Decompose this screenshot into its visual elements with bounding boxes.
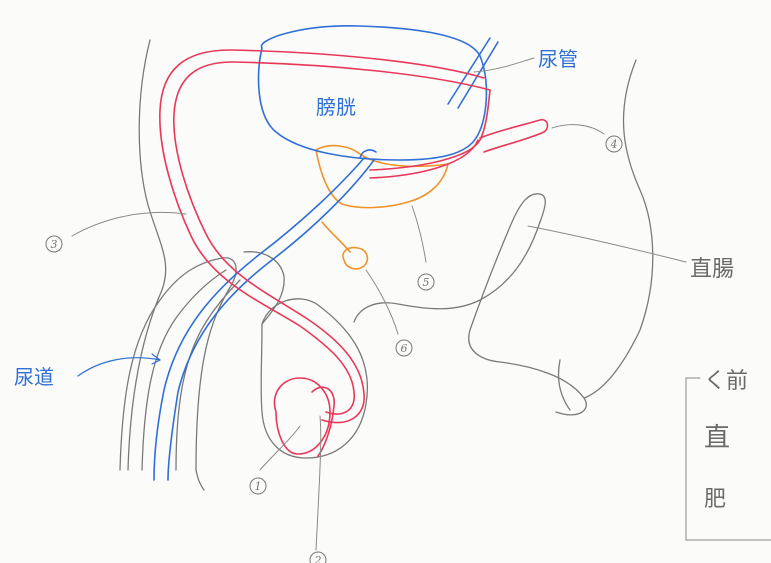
rectum-outline-lower — [468, 221, 587, 416]
text-labels: 膀胱 尿管 尿道 直腸 — [14, 47, 734, 389]
vas-deferens-to-vesicle-2 — [369, 139, 479, 179]
leader-urethra-arrow — [151, 353, 161, 365]
ureter-1 — [447, 37, 491, 105]
marker-5: 5 — [423, 276, 430, 289]
marker-4: 4 — [610, 138, 618, 151]
leader-ureter — [473, 57, 535, 73]
cowper-duct — [321, 221, 351, 253]
leader-6 — [365, 269, 399, 335]
testis — [273, 377, 331, 455]
marker-circle-1 — [249, 477, 267, 495]
label-rectum: 直腸 — [690, 257, 734, 282]
urinary-tract — [153, 25, 499, 481]
scrotum-outline — [260, 298, 368, 459]
reproductive-ducts — [159, 49, 549, 457]
rectum-outline-right — [583, 59, 654, 399]
penis-outline-inner-2 — [175, 279, 241, 471]
leader-2 — [315, 415, 322, 551]
leader-4 — [551, 124, 605, 135]
note-line-3: 肥 — [704, 487, 726, 512]
epididymis — [311, 386, 335, 457]
marker-1: 1 — [255, 480, 262, 493]
note-box: く前 直 肥 — [685, 369, 771, 541]
note-line-1: く前 — [704, 369, 748, 394]
ureter-2 — [457, 41, 499, 109]
perineum-outline — [353, 221, 541, 323]
note-line-2: 直 — [704, 423, 730, 453]
buttock-line — [557, 359, 571, 411]
pubic-curve — [243, 251, 285, 325]
label-bladder: 膀胱 — [316, 95, 356, 119]
penis-bottom-line — [195, 469, 205, 491]
marker-circle-3 — [45, 235, 63, 253]
label-urethra: 尿道 — [14, 365, 54, 389]
note-box-bracket — [685, 377, 771, 541]
leader-1 — [259, 425, 301, 471]
leader-lines — [71, 57, 687, 551]
penis-outline-inner-1 — [141, 269, 227, 471]
label-ureter: 尿管 — [538, 47, 578, 71]
marker-circle-5 — [417, 273, 435, 291]
leader-urethra — [77, 357, 161, 377]
urethra-line-1 — [153, 157, 365, 481]
marker-circle-6 — [395, 339, 413, 357]
accessory-glands — [315, 144, 449, 270]
bladder — [257, 25, 488, 161]
marker-circle-2 — [309, 551, 327, 563]
vas-deferens-inner — [173, 61, 491, 424]
body-outline — [119, 39, 654, 491]
marker-circle-4 — [605, 135, 623, 153]
bladder-neck — [359, 149, 377, 159]
rectum-outline-upper — [511, 193, 546, 223]
penis-outline-outer — [119, 257, 237, 471]
leader-rectum — [527, 225, 687, 263]
marker-2: 2 — [314, 554, 322, 563]
pelvis-outline-left — [127, 39, 167, 471]
vas-deferens-outer — [159, 49, 485, 415]
number-markers: 1 2 3 4 5 6 — [45, 135, 623, 563]
vas-deferens-to-vesicle — [369, 89, 491, 171]
epididymis-tail — [479, 118, 549, 153]
leader-3 — [71, 211, 187, 237]
urethra-line-2 — [167, 159, 375, 481]
marker-6: 6 — [401, 342, 408, 355]
seminal-vesicle — [315, 144, 449, 209]
leader-5 — [411, 205, 427, 263]
cowper-gland — [342, 246, 369, 270]
marker-3: 3 — [51, 238, 58, 251]
